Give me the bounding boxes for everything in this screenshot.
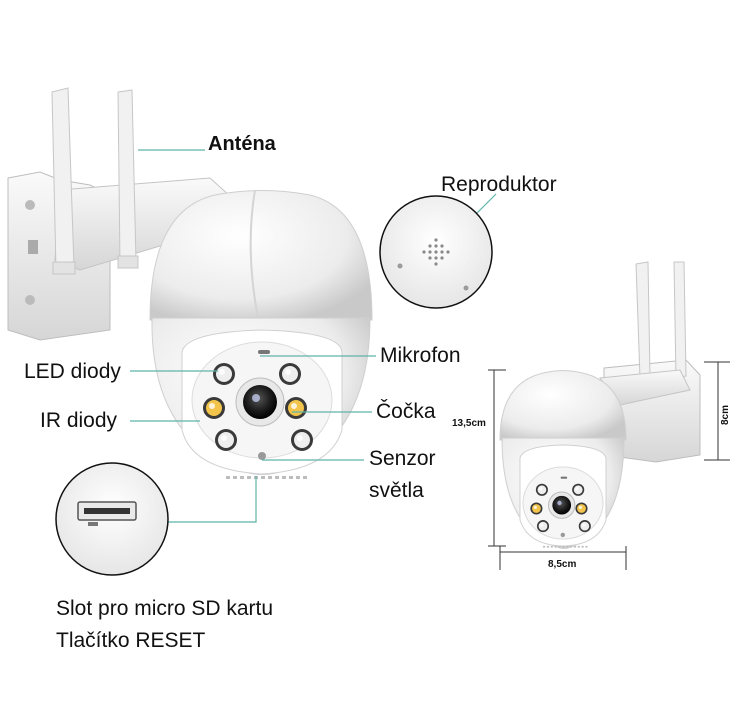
dimension-width: 8,5cm <box>548 559 577 570</box>
main-ir-led <box>203 397 225 419</box>
small-vent-row <box>543 545 588 548</box>
main-led <box>291 429 313 451</box>
label-ir: IR diody <box>40 409 118 432</box>
label-light-sensor-line1: Senzor <box>369 447 436 470</box>
main-led <box>213 363 235 385</box>
speaker-hole <box>440 250 444 254</box>
speaker-hole <box>422 250 426 254</box>
speaker-hole <box>428 256 432 260</box>
small-ir-led <box>575 502 588 515</box>
label-light-sensor-line2: světla <box>369 479 424 502</box>
main-ir-led <box>285 397 307 419</box>
main-light-sensor <box>258 452 266 460</box>
camera-dome <box>149 189 373 475</box>
sd-slot-bubble <box>55 462 169 576</box>
callout-sd-slot <box>168 476 257 523</box>
label-microphone: Mikrofon <box>380 344 461 367</box>
speaker-hole <box>434 262 438 266</box>
small-led <box>536 520 550 533</box>
speaker-hole <box>440 256 444 260</box>
speaker-hole <box>434 250 438 254</box>
small-microphone-hole <box>560 476 568 479</box>
label-antenna: Anténa <box>208 133 276 155</box>
label-lens: Čočka <box>376 400 436 423</box>
main-microphone-hole <box>258 350 270 354</box>
main-led <box>279 363 301 385</box>
small-ir-led <box>530 502 543 515</box>
small-led <box>535 483 548 496</box>
dimension-height: 13,5cm <box>452 418 486 429</box>
speaker-hole <box>446 250 450 254</box>
main-lens <box>235 377 285 427</box>
antennas <box>51 87 139 275</box>
speaker-hole <box>428 250 432 254</box>
label-led: LED diody <box>24 360 121 383</box>
speaker-hole <box>434 256 438 260</box>
label-sd-slot: Slot pro micro SD kartu <box>56 597 274 620</box>
speaker-hole <box>434 244 438 248</box>
speaker-hole <box>434 238 438 242</box>
dimension-depth: 8cm <box>720 404 731 425</box>
main-led <box>215 429 237 451</box>
small-led <box>572 483 585 496</box>
small-light-sensor <box>560 532 565 538</box>
speaker-hole <box>428 244 432 248</box>
speaker-hole <box>440 244 444 248</box>
speaker-bubble <box>379 195 493 309</box>
camera-small <box>499 261 701 549</box>
label-speaker: Reproduktor <box>441 173 557 196</box>
small-lens <box>548 491 576 519</box>
small-led <box>578 520 591 533</box>
label-reset: Tlačítko RESET <box>56 629 206 652</box>
main-vent-row <box>226 476 307 479</box>
